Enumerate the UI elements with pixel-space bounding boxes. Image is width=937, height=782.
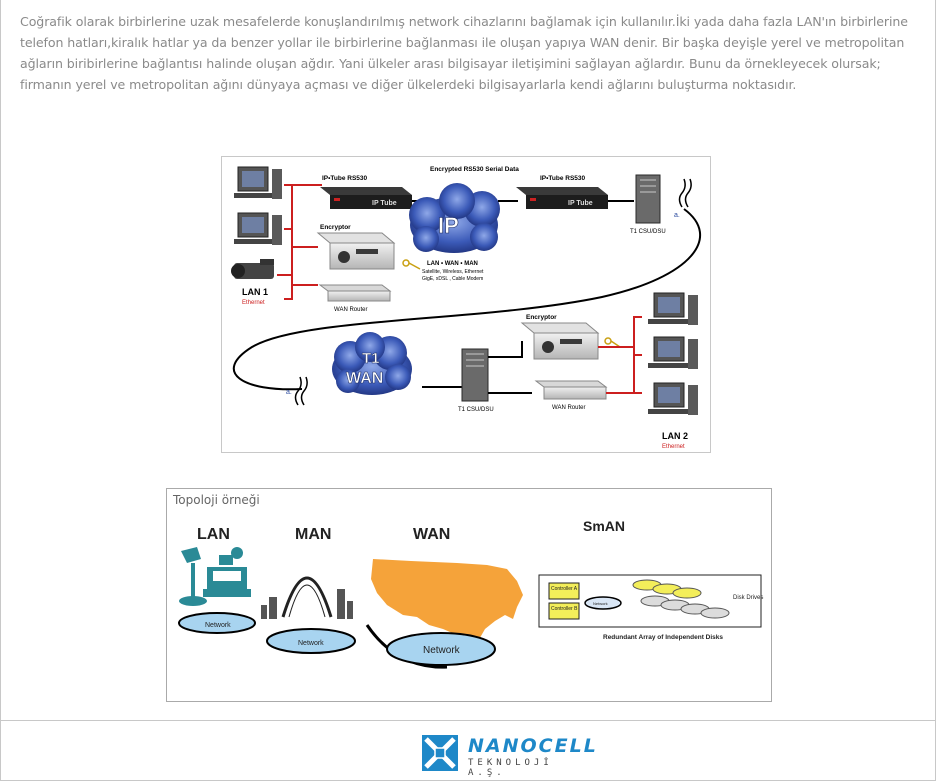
topology-example-box: Topoloji örneği LAN MAN WAN SmAN Network xyxy=(166,488,772,702)
footer-divider xyxy=(0,720,936,721)
lan-label: LAN xyxy=(197,526,230,543)
lan2-computer-1 xyxy=(648,292,698,325)
wan-network-diagram: LAN 1 Ethernet IP•Tube RS530 IP Tube Enc… xyxy=(221,156,711,453)
lan2-computer-2 xyxy=(648,336,698,369)
csu-dsu-top xyxy=(635,174,661,224)
logo-subtitle: TEKNOLOJİ A.Ş. xyxy=(468,758,553,778)
ip-cloud-caption-3: GigE, xDSL , Cable Modem xyxy=(422,276,483,282)
ip-cloud: IP xyxy=(409,183,500,253)
sman-illustration: Controller A Controller B Network Disk D… xyxy=(538,574,763,641)
key-icon xyxy=(604,337,621,348)
wan-router-right xyxy=(534,380,608,400)
iptube-right-device: IP Tube xyxy=(516,187,608,209)
topology-svg: LAN MAN WAN SmAN Network xyxy=(178,518,763,669)
lan-illustration xyxy=(179,547,251,606)
svg-text:Network: Network xyxy=(205,622,231,629)
raid-caption: Redundant Array of Independent Disks xyxy=(603,634,723,641)
network-cloud-lan: Network xyxy=(178,612,256,634)
svg-text:Controller B: Controller B xyxy=(551,606,578,612)
iptube-right-label: IP•Tube RS530 xyxy=(540,175,586,182)
lan1-camera xyxy=(231,259,274,279)
man-label: MAN xyxy=(295,526,331,543)
lan1-computer-2 xyxy=(234,212,282,245)
encryptor-top-device xyxy=(316,232,396,270)
svg-text:IP Tube: IP Tube xyxy=(372,200,397,207)
ip-cloud-caption-1: LAN • WAN • MAN xyxy=(427,261,478,267)
encryptor-bottom-label: Encryptor xyxy=(526,314,557,321)
serial-cable xyxy=(232,208,702,391)
svg-text:Network: Network xyxy=(298,640,324,647)
a-marker-bottom: a. xyxy=(286,389,292,396)
nanocell-logo-icon xyxy=(422,735,458,771)
intro-paragraph: Coğrafik olarak birbirlerine uzak mesafe… xyxy=(20,14,908,92)
nanocell-logo[interactable]: NANOCELL TEKNOLOJİ A.Ş. xyxy=(420,733,596,778)
t1-wan-line1: T1 xyxy=(362,350,380,367)
svg-text:Disk Drives: Disk Drives xyxy=(733,595,763,601)
encrypted-data-label: Encrypted RS530 Serial Data xyxy=(430,166,519,173)
lan1-computer-1 xyxy=(234,166,282,199)
network-cloud-wan: Network xyxy=(386,632,496,666)
lan2-computer-3 xyxy=(648,382,698,415)
man-illustration xyxy=(261,576,353,619)
wan-label: WAN xyxy=(413,526,450,543)
csu-bottom-label: T1 CSU/DSU xyxy=(458,407,494,413)
csu-dsu-bottom xyxy=(461,348,489,402)
csu-top-label: T1 CSU/DSU xyxy=(630,229,666,235)
svg-text:Network: Network xyxy=(593,601,608,606)
lan1-label: LAN 1 xyxy=(242,287,268,297)
encryptor-bottom-device xyxy=(520,322,600,360)
key-icon xyxy=(402,259,421,270)
svg-text:IP Tube: IP Tube xyxy=(568,200,593,207)
network-cloud-man: Network xyxy=(266,628,356,654)
svg-text:Controller A: Controller A xyxy=(551,586,578,592)
topology-caption: Topoloji örneği xyxy=(173,493,260,507)
encryptor-top-label: Encryptor xyxy=(320,224,351,231)
logo-brand: NANOCELL xyxy=(468,735,598,757)
iptube-left-device: IP Tube xyxy=(320,187,412,209)
lan2-ethernet-label: Ethernet xyxy=(662,444,685,450)
iptube-left-label: IP•Tube RS530 xyxy=(322,175,368,182)
sman-label: SmAN xyxy=(583,518,625,534)
t1-wan-cloud: T1 WAN xyxy=(332,332,412,395)
lan2-ethernet-wiring xyxy=(598,316,642,394)
wan-router-left-label: WAN Router xyxy=(334,307,367,313)
lan2-label: LAN 2 xyxy=(662,431,688,441)
wan-router-right-label: WAN Router xyxy=(552,405,585,411)
ip-cloud-label: IP xyxy=(438,213,459,238)
a-marker-top: a. xyxy=(674,212,680,219)
svg-text:Network: Network xyxy=(423,645,461,656)
t1-wan-line2: WAN xyxy=(346,370,383,387)
wan-diagram-svg: LAN 1 Ethernet IP•Tube RS530 IP Tube Enc… xyxy=(231,166,702,450)
wan-router-left xyxy=(318,284,392,302)
lan1-ethernet-wiring xyxy=(277,184,322,300)
lan1-ethernet-label: Ethernet xyxy=(242,300,265,306)
ip-cloud-caption-2: Satellite, Wireless, Ethernet xyxy=(422,269,484,275)
